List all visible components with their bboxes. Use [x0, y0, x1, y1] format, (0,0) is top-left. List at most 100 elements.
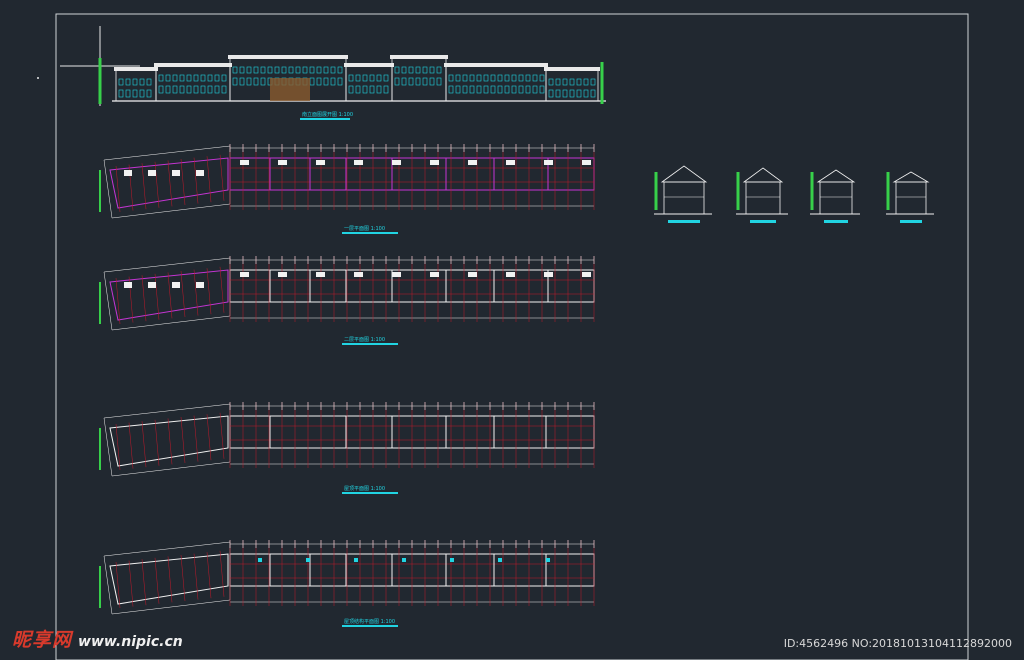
title-elevation: 南立面图展开图 1:100 — [302, 111, 353, 118]
window — [179, 74, 185, 82]
section-walls — [895, 181, 927, 215]
window — [193, 85, 199, 94]
window — [532, 85, 538, 94]
watermark-url: www.nipic.cn — [78, 634, 183, 650]
second-floor-plan — [99, 256, 595, 331]
section-roof — [816, 169, 856, 183]
fixture — [544, 160, 553, 165]
window — [165, 74, 171, 82]
window — [302, 66, 308, 74]
building-sections — [654, 165, 934, 223]
cursor-dot — [37, 77, 39, 79]
window — [146, 78, 152, 86]
window — [415, 77, 421, 86]
grid-axis — [141, 421, 147, 468]
section-title — [824, 220, 848, 223]
window — [118, 89, 124, 98]
marker — [402, 558, 406, 562]
window — [309, 66, 315, 74]
window — [369, 85, 375, 94]
window — [569, 89, 575, 98]
drawing-frame — [55, 13, 969, 660]
facade-block — [345, 65, 393, 102]
window — [239, 66, 245, 74]
plan-wing — [109, 269, 229, 321]
roof-band — [344, 63, 394, 67]
window — [476, 74, 482, 82]
window — [448, 74, 454, 82]
grid-axis — [128, 422, 134, 469]
grid-axis — [128, 560, 134, 607]
grid-axis — [219, 412, 225, 459]
section-walls — [663, 181, 705, 215]
window — [562, 89, 568, 98]
window — [383, 85, 389, 94]
window — [525, 74, 531, 82]
marker — [306, 558, 310, 562]
window — [525, 85, 531, 94]
fixture — [172, 282, 180, 288]
grid-axis — [180, 270, 186, 318]
window — [576, 78, 582, 86]
fixture — [354, 160, 363, 165]
window — [590, 78, 596, 86]
grid-axis — [167, 418, 173, 465]
grid-axis — [167, 160, 173, 207]
section-title — [668, 220, 700, 223]
window — [555, 89, 561, 98]
window — [362, 85, 368, 94]
fixture — [506, 272, 515, 277]
grid-axis — [193, 415, 199, 462]
window — [408, 77, 414, 86]
window — [172, 74, 178, 82]
window — [337, 77, 343, 86]
marker — [258, 558, 262, 562]
window — [415, 66, 421, 74]
window — [394, 77, 400, 86]
window — [422, 77, 428, 86]
window — [436, 66, 442, 74]
grid-axis — [219, 266, 225, 313]
window — [158, 85, 164, 94]
window — [246, 66, 252, 74]
grid-axis — [180, 416, 186, 464]
grid-axis — [193, 269, 199, 316]
section-title — [900, 220, 922, 223]
window — [316, 66, 322, 74]
window — [462, 74, 468, 82]
window — [490, 85, 496, 94]
window — [355, 74, 361, 82]
south-elevation — [98, 55, 606, 104]
window — [511, 74, 517, 82]
window — [330, 66, 336, 74]
grid-axis — [154, 161, 160, 208]
window — [408, 66, 414, 74]
fixture — [240, 272, 249, 277]
window — [139, 78, 145, 86]
grid-axis — [219, 154, 225, 201]
window — [469, 85, 475, 94]
roof-structure-plan — [99, 540, 595, 615]
grid-axis — [115, 423, 121, 471]
section-title — [750, 220, 776, 223]
window — [172, 85, 178, 94]
window — [200, 85, 206, 94]
window — [483, 85, 489, 94]
window — [260, 77, 266, 86]
window — [295, 66, 301, 74]
fixture — [392, 160, 401, 165]
window — [323, 66, 329, 74]
fixture — [316, 160, 325, 165]
window — [583, 89, 589, 98]
window — [555, 78, 561, 86]
window — [511, 85, 517, 94]
window — [422, 66, 428, 74]
marker — [546, 558, 550, 562]
fixture — [124, 170, 132, 176]
watermark-id: ID:4562496 NO:20181013104112892000 — [783, 637, 1012, 650]
fixture — [172, 170, 180, 176]
window — [207, 85, 213, 94]
window — [497, 74, 503, 82]
window — [125, 78, 131, 86]
